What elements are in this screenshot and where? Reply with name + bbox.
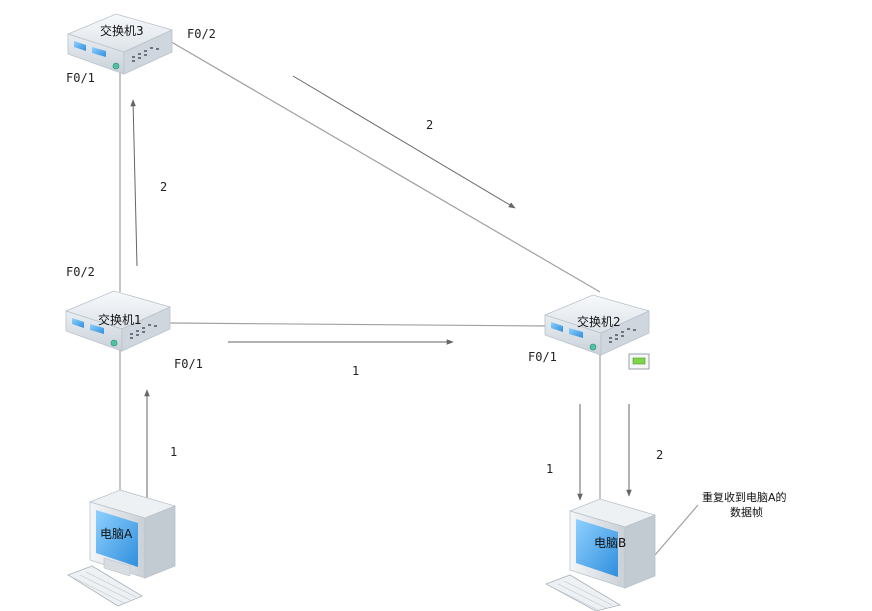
computer-b: 电脑B [545, 498, 657, 611]
switch-2-label: 交换机2 [577, 314, 621, 329]
annotation-line-2: 数据帧 [730, 505, 763, 519]
arrow-sw1-to-sw3 [130, 99, 138, 267]
step-label-sw1-to-sw2: 1 [352, 364, 359, 378]
cable-sw1-sw2 [169, 322, 549, 327]
port-label-sw1-f02: F0/2 [66, 265, 95, 279]
keyboard-icon [67, 565, 143, 607]
flow-arrows [130, 75, 632, 506]
status-indicator-icon [628, 353, 650, 370]
keyboard-icon [545, 574, 622, 611]
computer-b-label: 电脑B [594, 536, 626, 550]
callout-line [654, 504, 699, 556]
step-label-sw1-to-sw3: 2 [160, 180, 167, 194]
port-label-sw1-f01: F0/1 [174, 357, 203, 371]
cable-sw3-sw2 [167, 39, 601, 293]
switch-1: 交换机1 [64, 290, 172, 352]
switch-1-label: 交换机1 [98, 312, 142, 327]
port-label-sw3-f02: F0/2 [187, 27, 216, 41]
step-label-sw2-to-pcB-first: 1 [546, 462, 553, 476]
switch-3-label: 交换机3 [100, 23, 144, 38]
switch-3: 交换机3 [66, 13, 174, 75]
cables [119, 39, 699, 556]
port-label-sw2-f01: F0/1 [528, 350, 557, 364]
step-label-pcA-to-sw1: 1 [170, 445, 177, 459]
computer-a: 电脑A [67, 489, 177, 607]
port-label-sw3-f01: F0/1 [66, 71, 95, 85]
computer-a-label: 电脑A [100, 527, 133, 541]
step-label-sw2-to-pcB-second: 2 [656, 448, 663, 462]
switch-2: 交换机2 [543, 294, 651, 356]
step-label-sw3-to-sw2: 2 [426, 118, 433, 132]
arrow-sw3-to-sw2 [292, 75, 516, 209]
annotation-line-1: 重复收到电脑A的 [702, 490, 787, 504]
